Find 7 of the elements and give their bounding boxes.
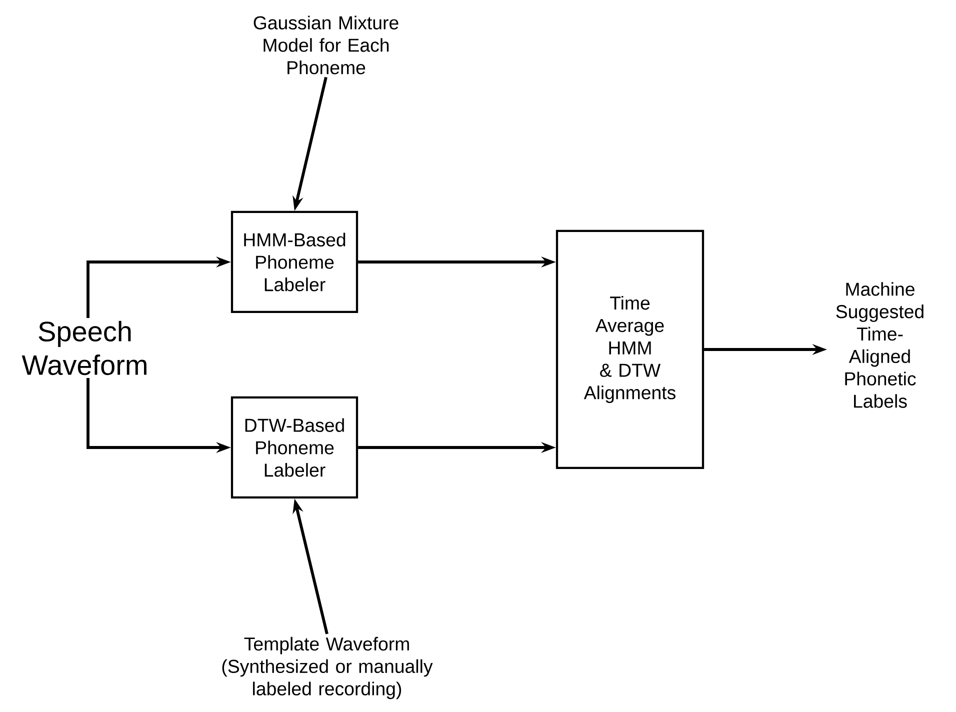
process-box: DTW-Based Phoneme Labeler [230, 396, 358, 499]
text-label: Template Waveform (Synthesized or manually labeled recording) [222, 636, 433, 700]
text-label: Speech Waveform [22, 320, 146, 376]
text-label: Gaussian Mixture Model for Each Phoneme [254, 16, 398, 74]
text-label: Machine Suggested Time-Aligned Phonetic Labels [836, 282, 924, 408]
process-box: Time Average HMM & DTW Alignments [556, 230, 704, 470]
process-box: HMM-Based Phoneme Labeler [230, 210, 358, 314]
